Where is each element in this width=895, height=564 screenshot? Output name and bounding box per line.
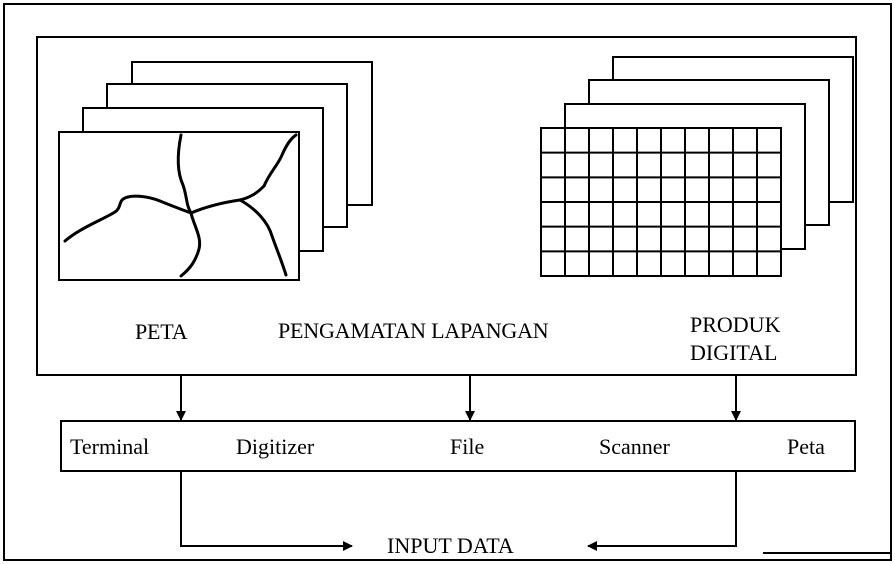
- device-terminal: Terminal: [70, 434, 150, 459]
- device-digitizer: Digitizer: [236, 434, 315, 459]
- source-label-peta: PETA: [135, 319, 188, 344]
- source-label-pengamatan-lapangan: PENGAMATAN LAPANGAN: [278, 318, 549, 343]
- map-sheets-stack: [58, 61, 373, 281]
- source-panel: [36, 36, 857, 376]
- source-label-produk: PRODUK: [690, 312, 781, 337]
- outer-frame: [3, 3, 892, 561]
- device-scanner: Scanner: [599, 434, 670, 459]
- input-data-label: INPUT DATA: [387, 533, 514, 558]
- device-file: File: [450, 434, 485, 459]
- raster-grid: [541, 128, 781, 276]
- source-label-digital: DIGITAL: [690, 340, 778, 365]
- input-device-bar: [60, 420, 856, 472]
- digital-sheets-stack: [540, 56, 854, 277]
- map-boundary-lines: [63, 133, 298, 278]
- arrow-left-to-input-data: [180, 471, 353, 551]
- arrow-right-to-input-data: [587, 471, 737, 551]
- device-peta: Peta: [787, 434, 825, 459]
